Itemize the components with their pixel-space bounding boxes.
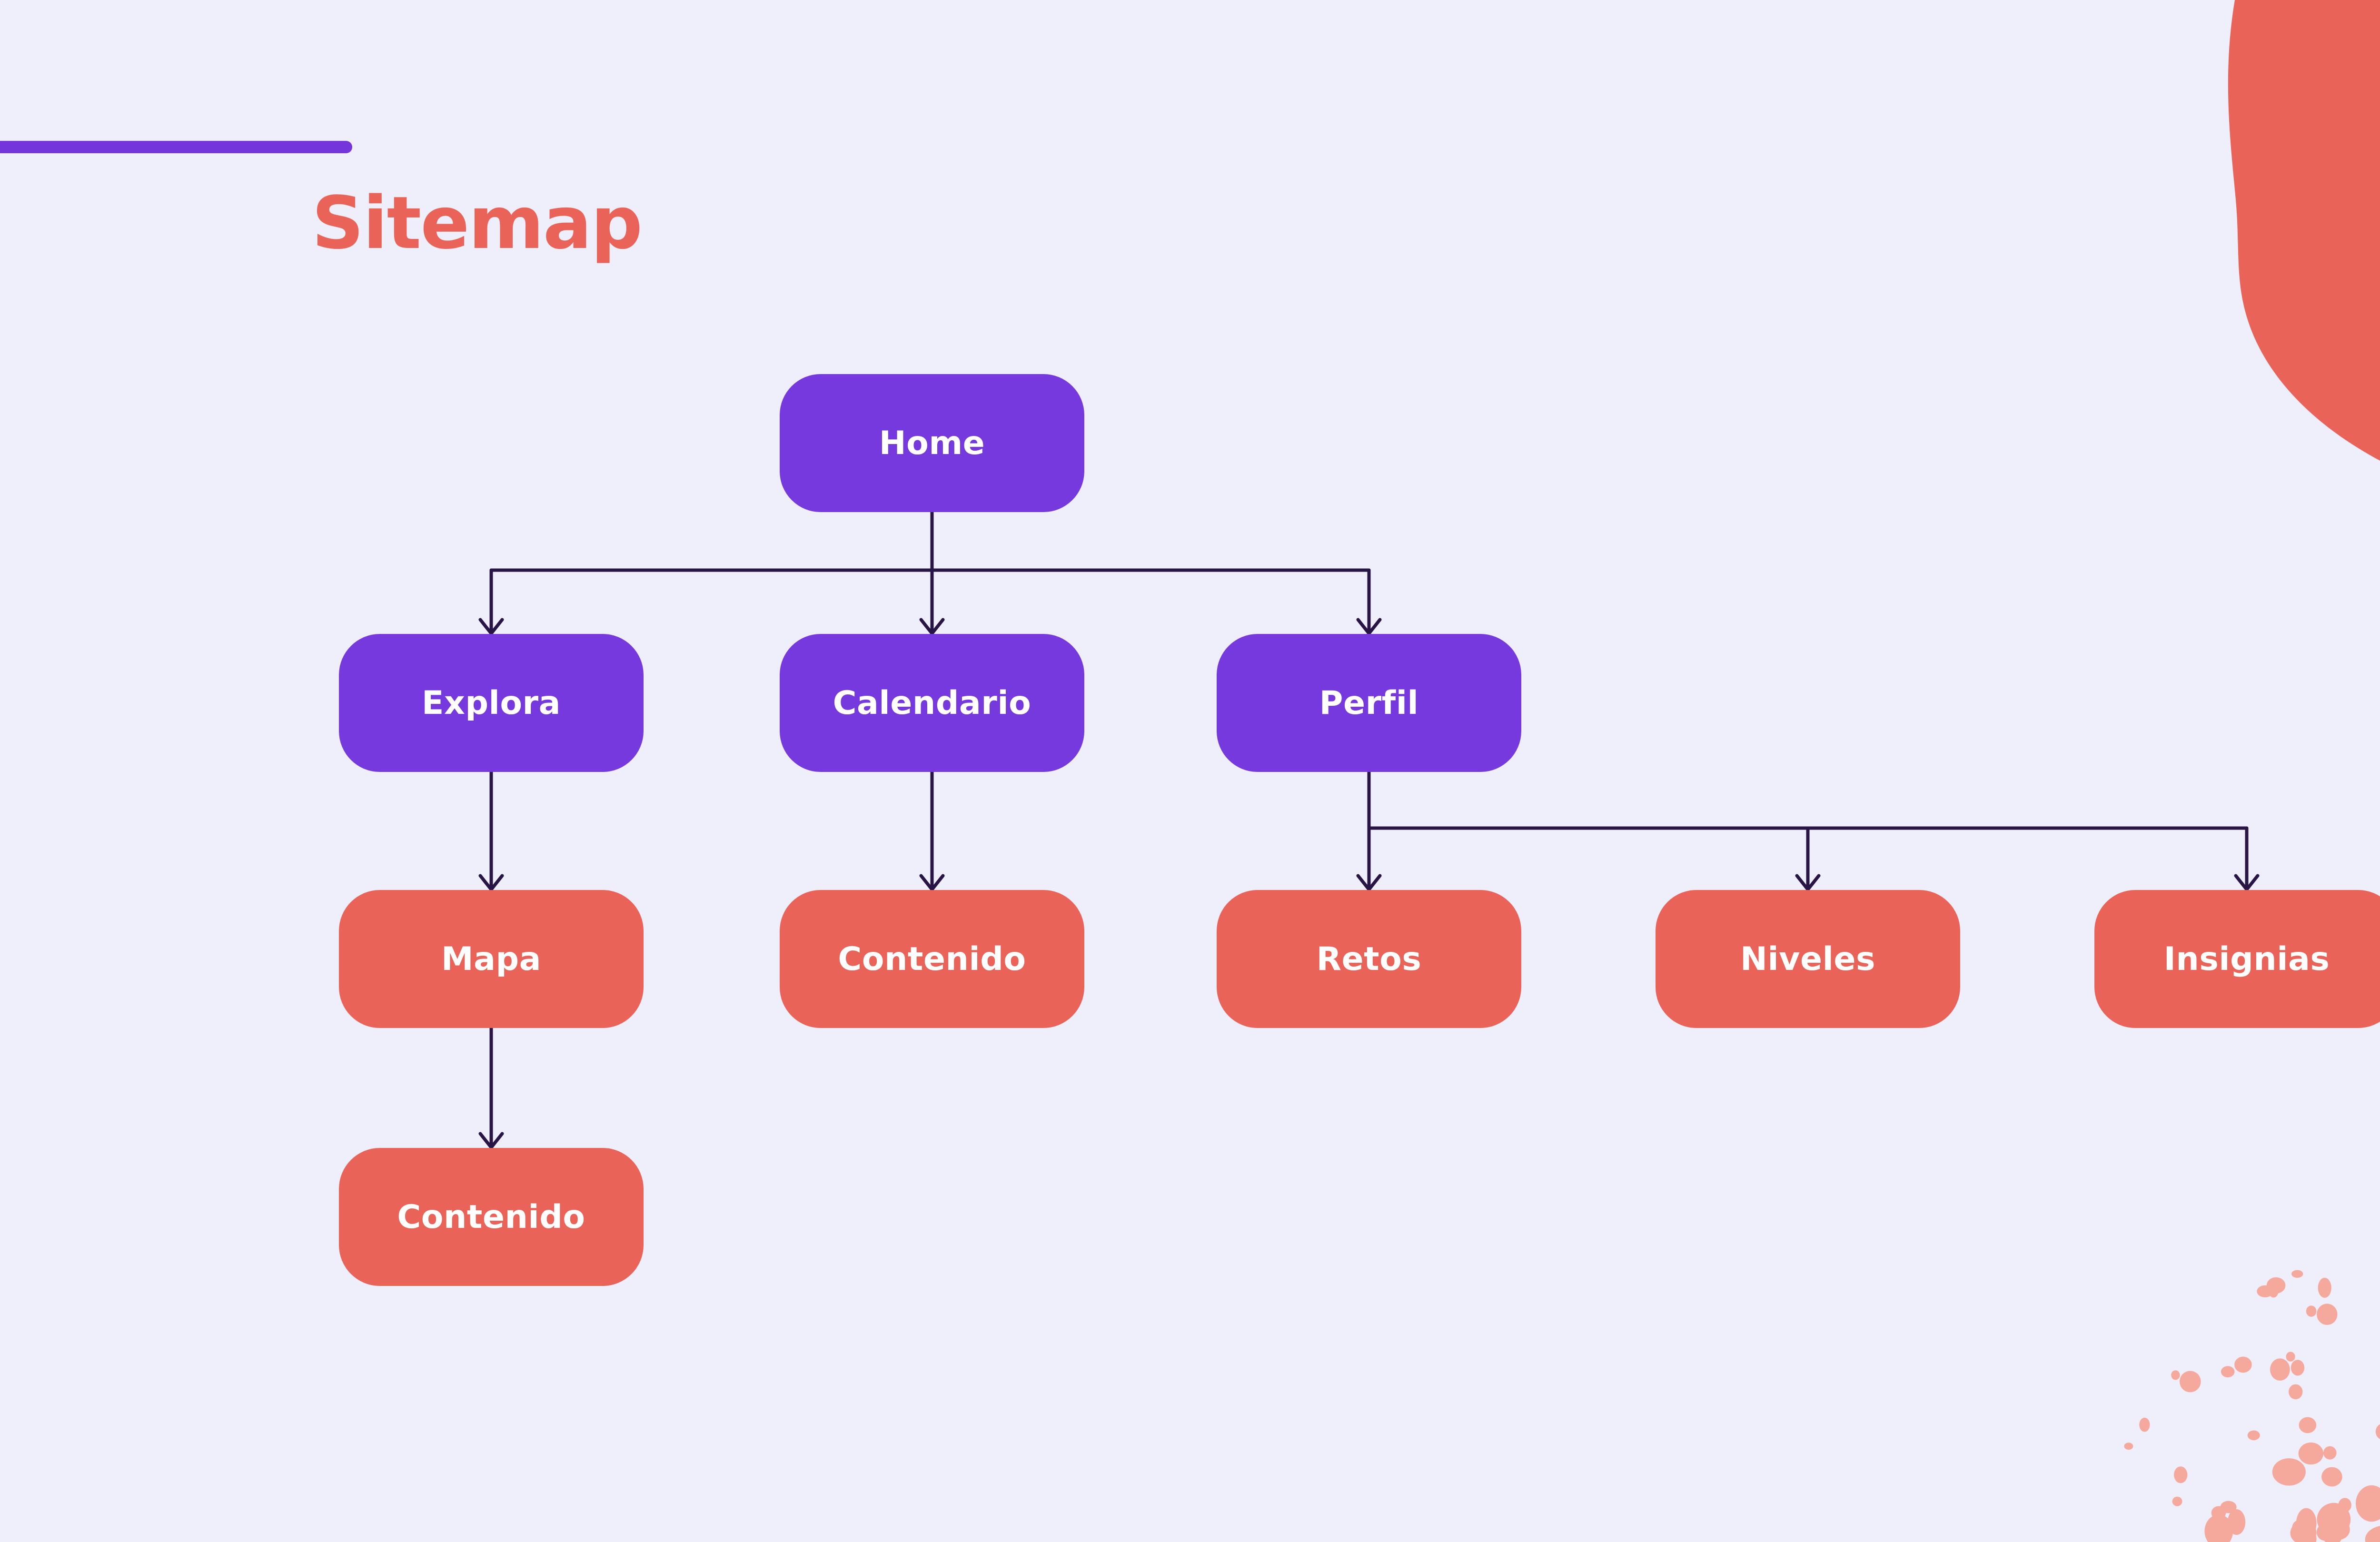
decor-dot bbox=[2292, 1520, 2306, 1537]
corner-blob-shape bbox=[2228, 0, 2380, 461]
decor-dot bbox=[2298, 1442, 2324, 1465]
decor-dot bbox=[2286, 1352, 2295, 1362]
decor-dot bbox=[2204, 1514, 2233, 1542]
decor-dot bbox=[2291, 1270, 2303, 1278]
node-niveles: Niveles bbox=[1656, 890, 1960, 1028]
decor-dot bbox=[2323, 1446, 2337, 1460]
node-home: Home bbox=[780, 374, 1084, 512]
decor-dot bbox=[2247, 1430, 2260, 1441]
decor-dot bbox=[2318, 1277, 2331, 1298]
node-calendario: Calendario bbox=[780, 634, 1084, 772]
arrowhead-calendario bbox=[919, 618, 945, 635]
arrowhead-mapa bbox=[478, 874, 504, 891]
decor-dot bbox=[2174, 1466, 2188, 1483]
arrowhead-niveles bbox=[1795, 874, 1821, 891]
decor-dot bbox=[2321, 1467, 2342, 1487]
arrowhead-perfil bbox=[1356, 618, 1382, 635]
decor-dot bbox=[2317, 1304, 2338, 1325]
decor-dot bbox=[2172, 1496, 2182, 1506]
node-mapa: Mapa bbox=[339, 890, 644, 1028]
decor-dot bbox=[2377, 1488, 2380, 1503]
arrowhead-contenido bbox=[919, 874, 945, 891]
decor-dot bbox=[2316, 1523, 2334, 1541]
node-contenido-calendario: Contenido bbox=[780, 890, 1084, 1028]
decor-dot bbox=[2291, 1360, 2305, 1376]
decor-dot bbox=[2139, 1417, 2150, 1432]
decor-dot bbox=[2289, 1384, 2303, 1400]
decor-dot bbox=[2266, 1277, 2286, 1294]
dot-cluster bbox=[2124, 1270, 2380, 1542]
arrowhead-explora bbox=[478, 618, 504, 635]
decor-dot bbox=[2270, 1358, 2290, 1381]
decor-dot bbox=[2171, 1370, 2180, 1380]
node-perfil: Perfil bbox=[1217, 634, 1521, 772]
arrowhead-retos bbox=[1356, 874, 1382, 891]
decor-dot bbox=[2299, 1417, 2317, 1433]
decor-dot bbox=[2365, 1526, 2380, 1542]
decor-dot bbox=[2338, 1498, 2351, 1512]
arrowhead-contenido-mapa bbox=[478, 1132, 504, 1149]
decor-dot bbox=[2234, 1356, 2252, 1373]
page-title: Sitemap bbox=[312, 181, 643, 265]
node-explora: Explora bbox=[339, 634, 644, 772]
node-contenido-mapa: Contenido bbox=[339, 1148, 644, 1286]
decor-dot bbox=[2375, 1424, 2380, 1439]
decor-dot bbox=[2221, 1366, 2235, 1378]
decor-dot bbox=[2306, 1305, 2317, 1317]
node-retos: Retos bbox=[1217, 890, 1521, 1028]
title-accent-line bbox=[0, 141, 352, 153]
arrowhead-insignias bbox=[2234, 874, 2260, 891]
decor-dot bbox=[2272, 1458, 2306, 1486]
decor-dot bbox=[2356, 1485, 2380, 1522]
decor-dot bbox=[2180, 1371, 2201, 1393]
node-insignias: Insignias bbox=[2094, 890, 2380, 1028]
decor-dot bbox=[2124, 1443, 2133, 1450]
